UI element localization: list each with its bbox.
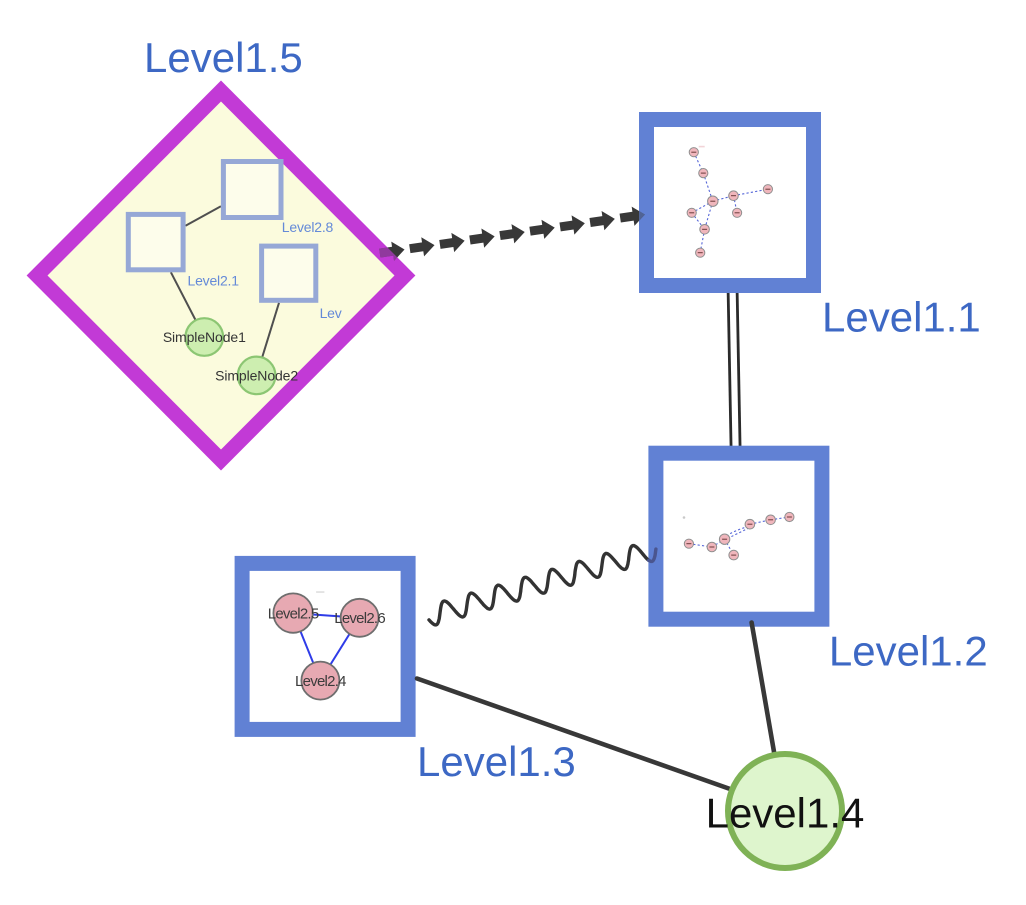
svg-text:SimpleNode2: SimpleNode2 bbox=[215, 368, 298, 384]
svg-text:Level2.1: Level2.1 bbox=[188, 273, 240, 289]
svg-text:SimpleNode1: SimpleNode1 bbox=[163, 329, 246, 345]
svg-text:Level2.6: Level2.6 bbox=[334, 610, 385, 627]
svg-text:Lev: Lev bbox=[320, 305, 342, 321]
svg-text:Level1.1: Level1.1 bbox=[822, 293, 981, 340]
svg-text:Level1.3: Level1.3 bbox=[417, 738, 576, 785]
svg-text:Level1.5: Level1.5 bbox=[144, 34, 303, 81]
svg-text:Level1.4: Level1.4 bbox=[706, 789, 865, 836]
svg-text:Level2.8: Level2.8 bbox=[282, 219, 334, 235]
svg-text:Level2.5: Level2.5 bbox=[268, 605, 319, 622]
svg-text:Level1.2: Level1.2 bbox=[829, 627, 988, 674]
svg-text:Level2.4: Level2.4 bbox=[295, 673, 346, 690]
